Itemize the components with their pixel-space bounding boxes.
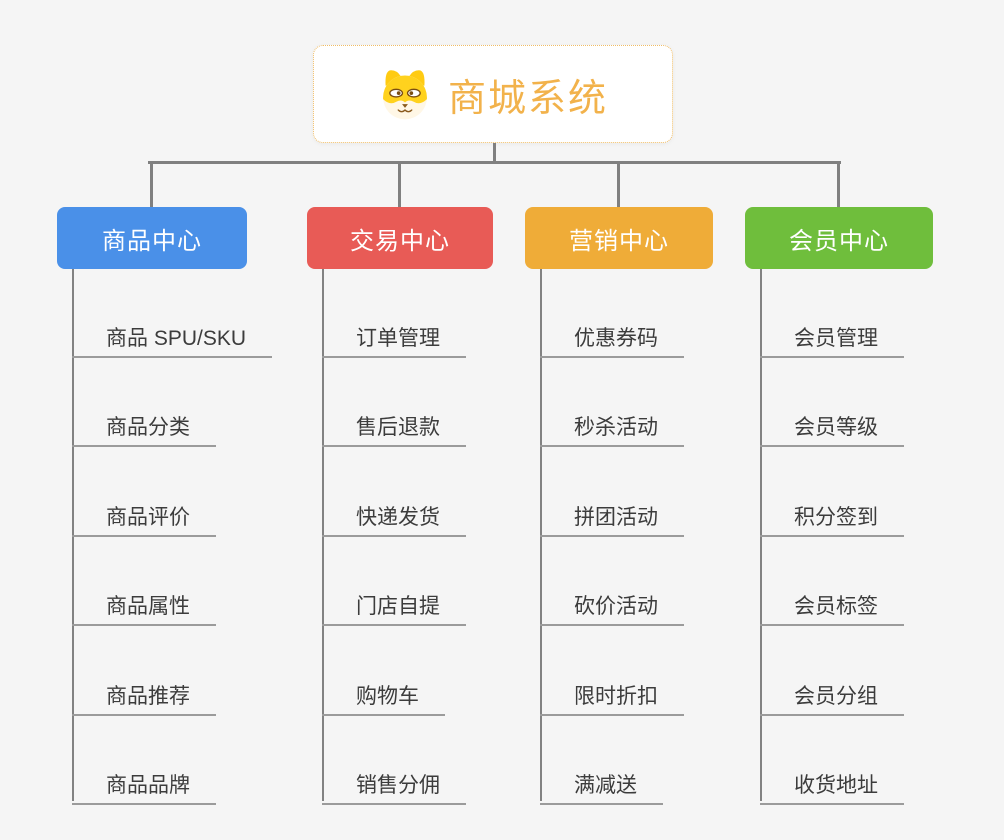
root-title: 商城系统: [447, 77, 608, 120]
mindmap-leaf-node[interactable]: 商品 SPU/SKU: [72, 312, 273, 358]
mindmap-leaf-node[interactable]: 收货地址: [760, 759, 904, 805]
mindmap-leaf-node[interactable]: 砍价活动: [540, 580, 684, 626]
mindmap-leaf-node[interactable]: 会员管理: [760, 312, 904, 358]
mindmap-leaf-node[interactable]: 商品属性: [72, 580, 216, 626]
branch-node-product-center[interactable]: 商品中心: [57, 207, 247, 269]
mindmap-leaf-node[interactable]: 售后退款: [322, 401, 466, 447]
connector-root-stem: [493, 143, 496, 161]
mindmap-leaf-node[interactable]: 秒杀活动: [540, 401, 684, 447]
dog-face-icon: [378, 67, 432, 121]
branch-node-trade-center[interactable]: 交易中心: [307, 207, 493, 269]
connector-drop-line: [837, 163, 840, 207]
mindmap-leaf-node[interactable]: 限时折扣: [540, 670, 684, 716]
mindmap-leaf-node[interactable]: 优惠券码: [540, 312, 684, 358]
connector-drop-line: [398, 163, 401, 207]
mindmap-leaf-node[interactable]: 商品品牌: [72, 759, 216, 805]
root-node[interactable]: 商城系统: [313, 45, 673, 143]
branch-product-center: 商品中心 商品 SPU/SKU 商品分类商品评价商品属性商品推荐商品品牌: [57, 207, 287, 807]
connector-horizontal-line: [148, 161, 841, 164]
mindmap-leaf-node[interactable]: 门店自提: [322, 580, 466, 626]
mindmap-leaf-node[interactable]: 会员等级: [760, 401, 904, 447]
mindmap-leaf-node[interactable]: 会员标签: [760, 580, 904, 626]
branch-member-center: 会员中心 会员管理会员等级积分签到会员标签会员分组收货地址: [745, 207, 975, 807]
connector-drop-line: [150, 163, 153, 207]
mindmap-leaf-node[interactable]: 积分签到: [760, 491, 904, 537]
branch-node-member-center[interactable]: 会员中心: [745, 207, 933, 269]
mindmap-leaf-node[interactable]: 商品分类: [72, 401, 216, 447]
mindmap-leaf-node[interactable]: 销售分佣: [322, 759, 466, 805]
mindmap-leaf-node[interactable]: 满减送: [540, 759, 663, 805]
mindmap-leaf-node[interactable]: 拼团活动: [540, 491, 684, 537]
branch-marketing-center: 营销中心 优惠券码秒杀活动拼团活动砍价活动限时折扣满减送: [525, 207, 755, 807]
connector-drop-line: [617, 163, 620, 207]
mindmap-leaf-node[interactable]: 快递发货: [322, 491, 466, 537]
mindmap-leaf-node[interactable]: 会员分组: [760, 670, 904, 716]
branch-node-marketing-center[interactable]: 营销中心: [525, 207, 713, 269]
mindmap-leaf-node[interactable]: 商品评价: [72, 491, 216, 537]
mindmap-leaf-node[interactable]: 订单管理: [322, 312, 466, 358]
mindmap-leaf-node[interactable]: 商品推荐: [72, 670, 216, 716]
mindmap-leaf-node[interactable]: 购物车: [322, 670, 445, 716]
branch-trade-center: 交易中心 订单管理售后退款快递发货门店自提购物车销售分佣: [307, 207, 537, 807]
